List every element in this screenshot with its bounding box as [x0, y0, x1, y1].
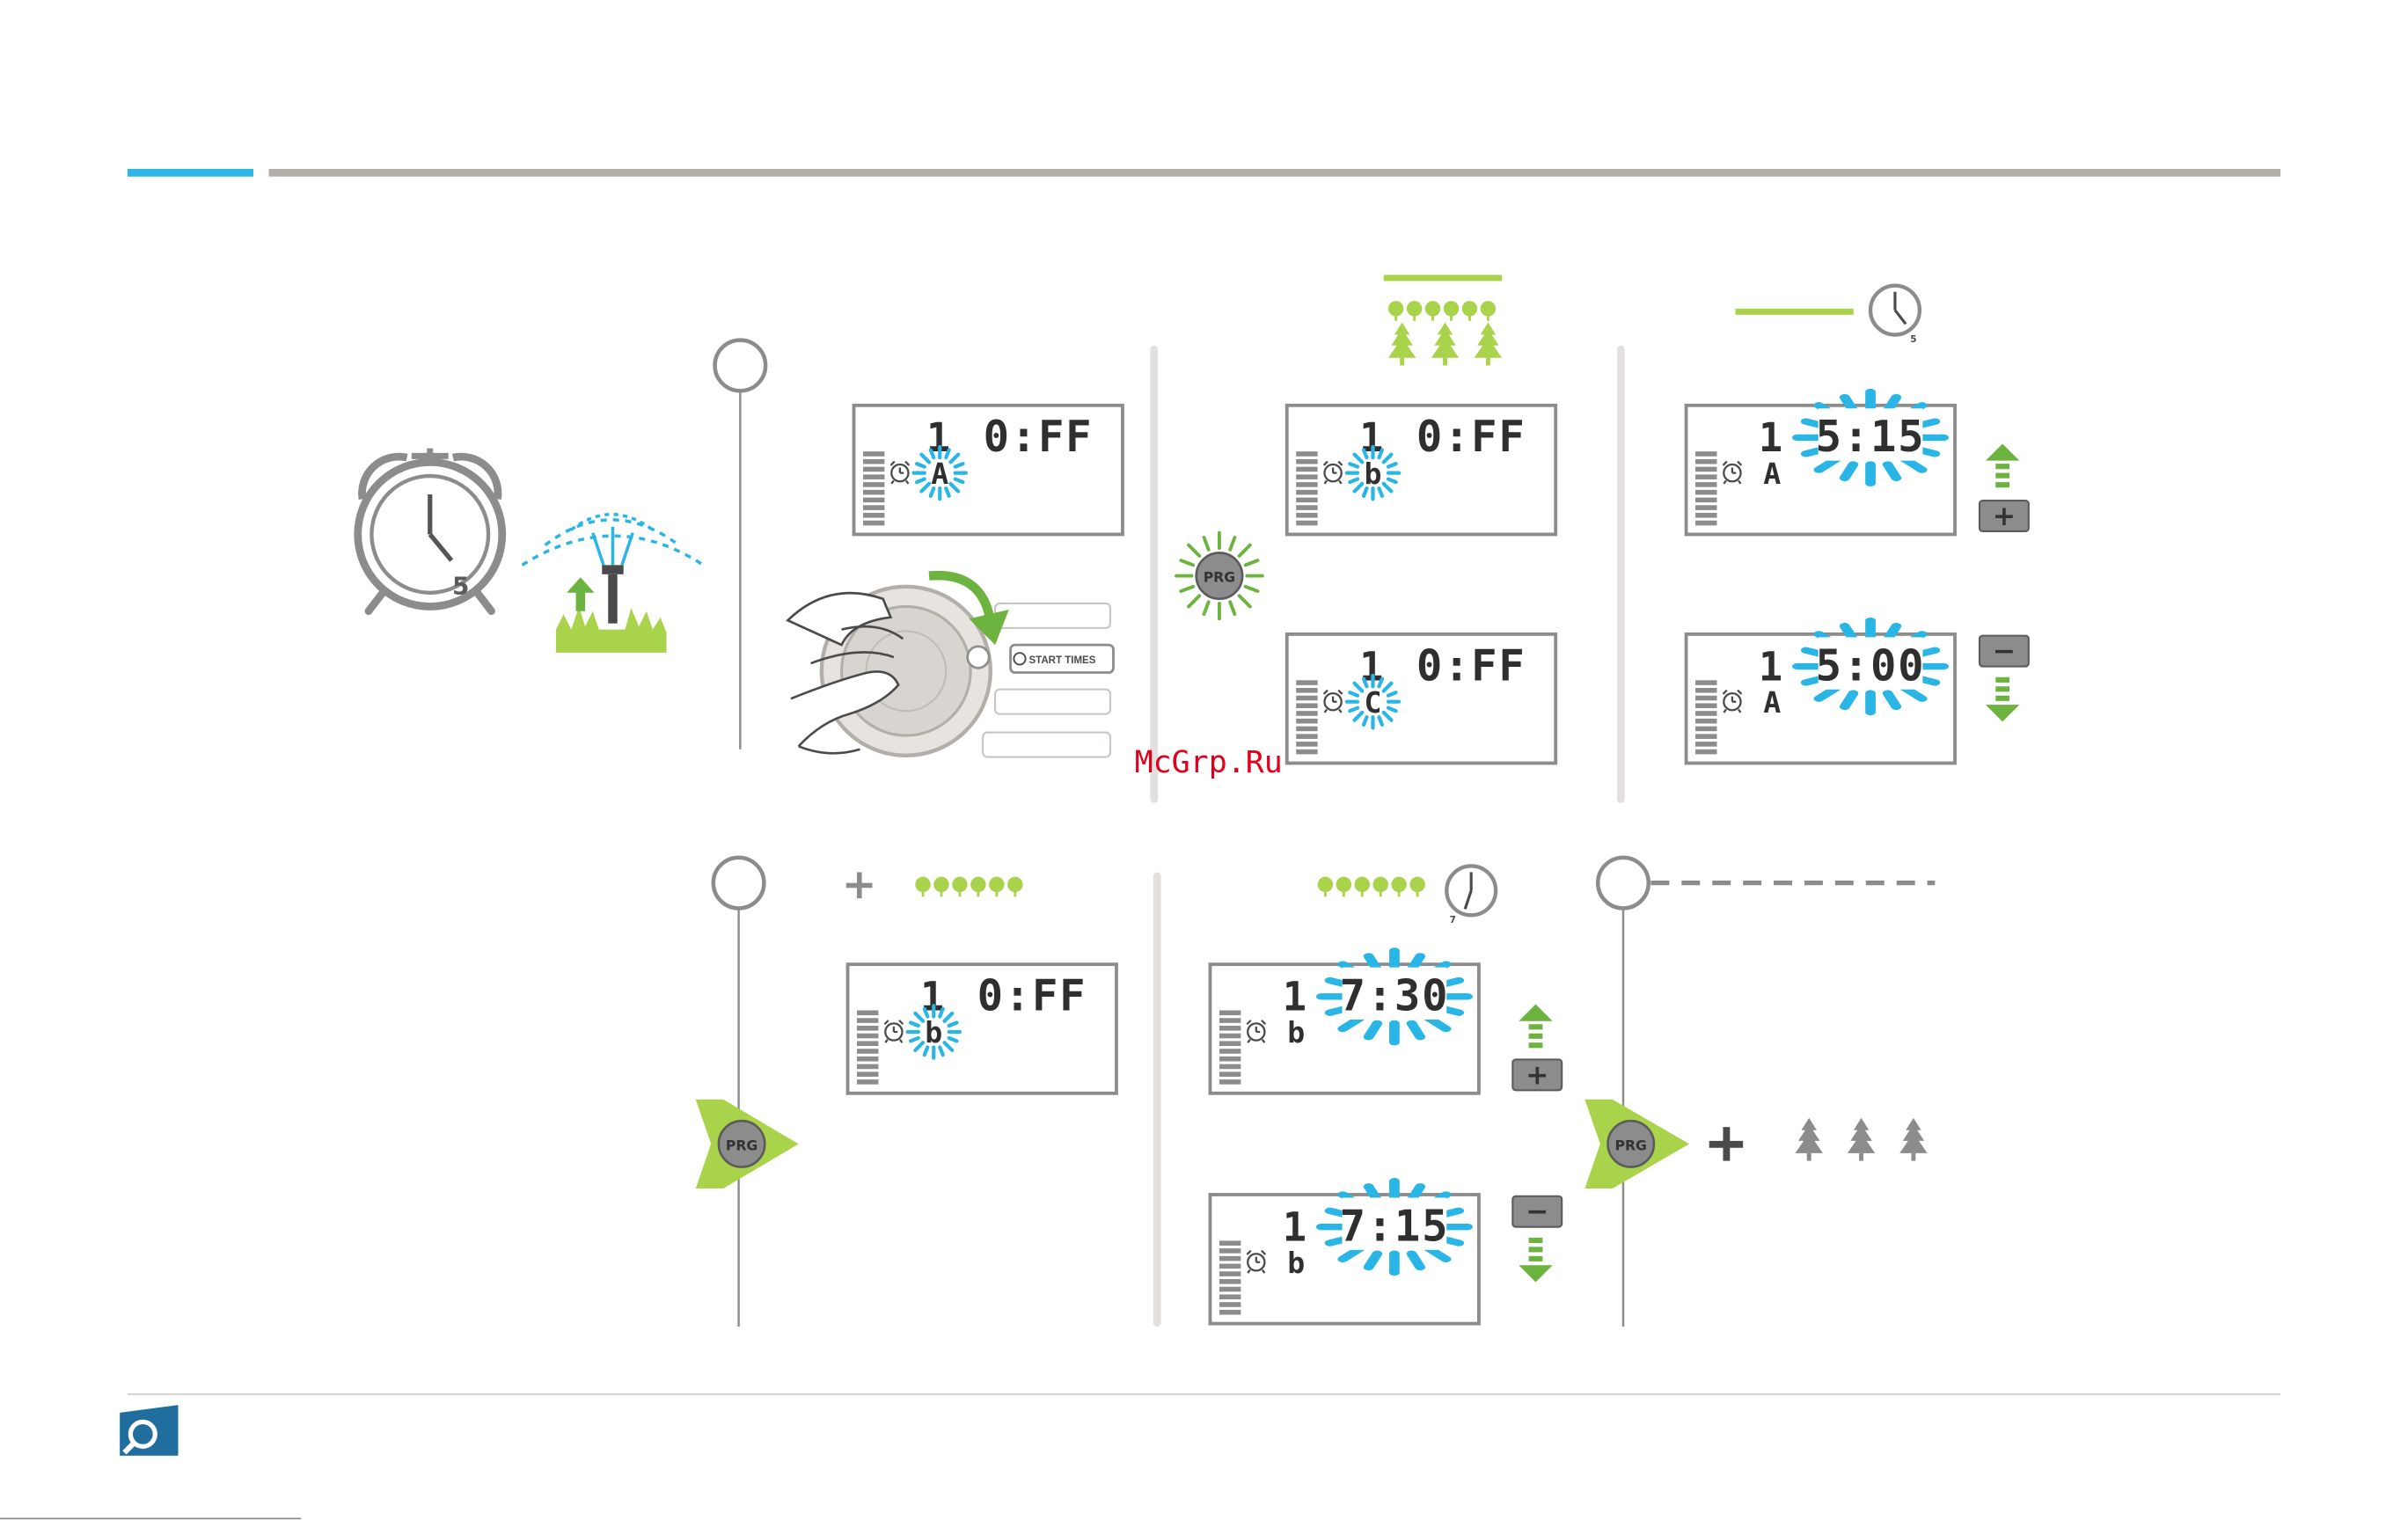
lcd-display: 1 7:15 b: [1210, 1181, 1478, 1324]
step-timeline-2: [714, 858, 765, 1327]
lcd-display: 1 5:00A: [1687, 621, 1955, 764]
column-divider-1: [1150, 346, 1158, 803]
shrubs-icon-1: [1388, 301, 1496, 321]
plus-button-1[interactable]: +: [1980, 443, 2029, 532]
lcd-station-number: 1: [1283, 1203, 1306, 1250]
small-clock-2-digit: 7: [1450, 915, 1456, 925]
lcd-time-value: 5:15: [1816, 412, 1926, 462]
shrubs-icon-3: [1318, 877, 1425, 897]
small-clock-icon-1: 5: [1870, 286, 1920, 346]
alarm-clock-digit: 5: [452, 572, 469, 601]
lcd-station-number: 1: [1759, 643, 1782, 690]
lcd-program-letter: C: [1364, 685, 1381, 720]
dial-hand-illustration: START TIMES: [787, 575, 1113, 757]
header-rule: [268, 169, 2280, 177]
prg-label-2: PRG: [726, 1137, 758, 1153]
magnifier-icon[interactable]: [120, 1405, 178, 1456]
lcd-program-letter: b: [1287, 1246, 1305, 1280]
alarm-clock-icon: 5: [358, 449, 502, 611]
step-timeline-3: [1598, 858, 1935, 909]
small-clock-1-digit: 5: [1910, 334, 1916, 345]
lcd-display: 1 7:30 b: [1210, 951, 1478, 1093]
lcd-time-value: 7:30: [1340, 971, 1450, 1021]
svg-text:−: −: [1993, 636, 2016, 668]
prg-button-arrow-2[interactable]: PRG: [1585, 1100, 1689, 1188]
plus-button-2[interactable]: +: [1512, 1005, 1562, 1092]
step-timeline-1: [715, 340, 766, 750]
lcd-time-value: 0:FF: [1416, 640, 1526, 691]
lcd-time-value: 0:FF: [977, 971, 1087, 1021]
lawn-icon-1: [1384, 274, 1502, 281]
svg-text:+: +: [1993, 501, 2016, 532]
minus-button-2[interactable]: −: [1512, 1196, 1562, 1283]
prg-label-3: PRG: [1614, 1137, 1646, 1153]
lcd-station-number: 1: [1759, 414, 1782, 461]
lawn-icon-2: [1735, 309, 1853, 315]
trees-icon-green: [1388, 323, 1502, 366]
lcd-program-letter: A: [1763, 685, 1781, 720]
lcd-time-value: 0:FF: [1416, 412, 1526, 462]
minus-button-1[interactable]: −: [1980, 636, 2029, 722]
lcd-time-value: 7:15: [1340, 1201, 1450, 1251]
plus-sign-step2: [846, 872, 873, 898]
lcd-program-letter: b: [925, 1015, 942, 1049]
prg-button-arrow-1[interactable]: PRG: [696, 1100, 799, 1188]
lcd-station-number: 1: [1283, 974, 1306, 1020]
lcd-program-letter: b: [1287, 1015, 1305, 1049]
small-clock-icon-2: 7: [1446, 866, 1496, 925]
dial-start-times-label: START TIMES: [1028, 655, 1095, 666]
plus-sign-step3: [1709, 1127, 1743, 1160]
prg-label-1: PRG: [1204, 569, 1235, 586]
lcd-time-value: 0:FF: [984, 412, 1094, 462]
svg-text:+: +: [1526, 1059, 1548, 1091]
shrubs-icon-2: [915, 877, 1022, 897]
watermark-text: McGrp.Ru: [1135, 745, 1283, 780]
lcd-program-letter: A: [1763, 457, 1781, 491]
header-accent-bar: [128, 169, 253, 177]
prg-button-spiky[interactable]: PRG: [1176, 533, 1263, 619]
trees-icon-gray: [1795, 1118, 1927, 1161]
lcd-program-letter: A: [931, 457, 948, 491]
lcd-time-value: 5:00: [1816, 640, 1926, 691]
sprinkler-icon: [522, 515, 703, 653]
svg-text:−: −: [1526, 1196, 1548, 1228]
lcd-program-letter: b: [1364, 457, 1381, 491]
lcd-display: 1 5:15A: [1687, 392, 1955, 535]
column-divider-2: [1617, 346, 1625, 803]
column-divider-3: [1153, 872, 1161, 1327]
